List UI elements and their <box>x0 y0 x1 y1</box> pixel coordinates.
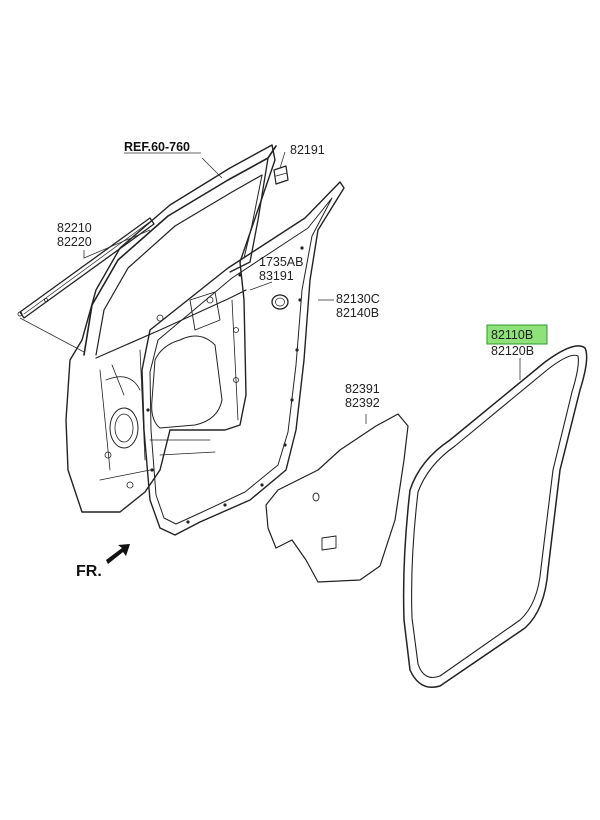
arrow-icon <box>106 544 130 564</box>
door-opening-weatherstrip <box>402 345 588 688</box>
label-ref: REF.60-760 <box>124 140 201 154</box>
part-number-highlighted[interactable]: 82110B <box>491 328 533 342</box>
part-number: 82220 <box>57 235 92 249</box>
label-82191: 82191 <box>290 143 325 157</box>
front-label: FR. <box>76 563 102 580</box>
part-number: 82392 <box>345 396 380 410</box>
label-1735ab: 1735AB 83191 <box>259 255 303 283</box>
part-number: 82130C <box>336 292 380 306</box>
part-number: 83191 <box>259 269 294 283</box>
part-number: 1735AB <box>259 255 303 269</box>
label-82110b: 82110B 82120B <box>486 324 548 358</box>
plug-part <box>271 294 289 310</box>
label-82210: 82210 82220 <box>57 221 92 249</box>
door-side-weatherstrip <box>141 181 345 536</box>
ref-label: REF.60-760 <box>124 140 190 154</box>
door-vapor-seal <box>265 413 409 583</box>
part-number: 82191 <box>290 143 325 157</box>
part-number: 82391 <box>345 382 380 396</box>
belt-weatherstrip <box>17 217 155 319</box>
part-number: 82140B <box>336 306 379 320</box>
clip-part <box>273 165 289 185</box>
part-number: 82210 <box>57 221 92 235</box>
weatherstrip-clips <box>146 246 304 524</box>
door-frame-panel <box>65 144 277 513</box>
part-number: 82120B <box>491 344 534 358</box>
leader-lines <box>19 151 521 424</box>
highlight-box <box>486 324 548 345</box>
label-82391: 82391 82392 <box>345 382 380 410</box>
label-82130c: 82130C 82140B <box>336 292 380 320</box>
front-direction-indicator: FR. <box>76 544 130 580</box>
